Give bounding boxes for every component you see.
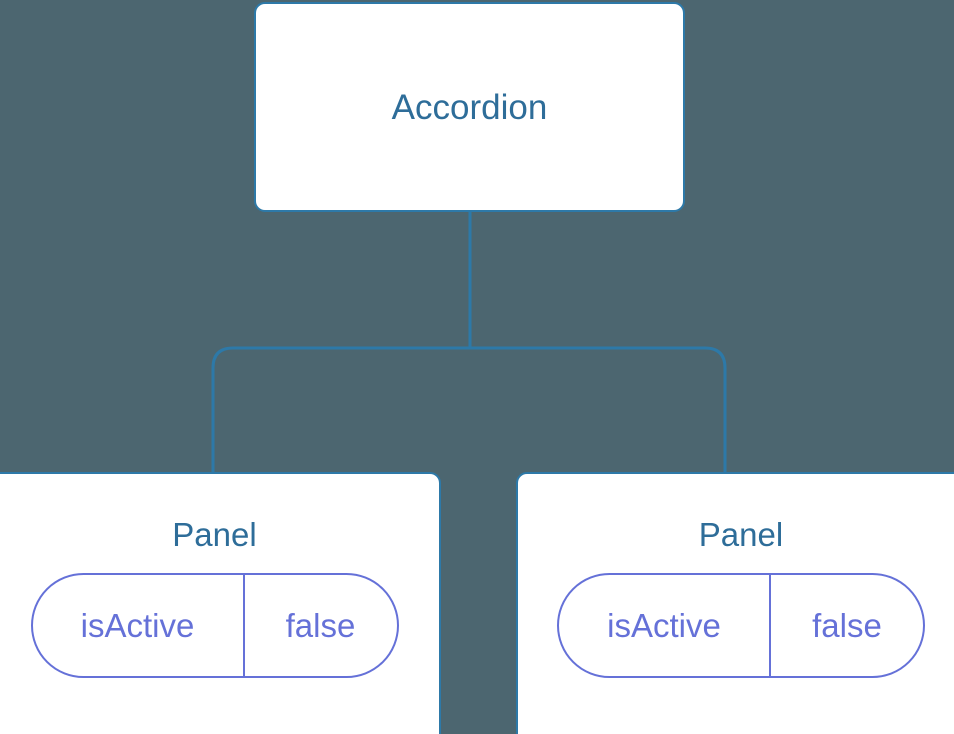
node-panel-left-title: Panel xyxy=(172,516,257,553)
connector-branch-right xyxy=(470,346,727,474)
node-panel-right[interactable]: Panel isActive false xyxy=(516,472,954,734)
node-panel-right-title: Panel xyxy=(698,516,784,553)
prop-pill-is-active-right[interactable]: isActive false xyxy=(557,573,925,678)
node-accordion-title: Accordion xyxy=(391,87,548,127)
prop-key-is-active: isActive xyxy=(33,575,245,676)
prop-key-is-active: isActive xyxy=(559,575,771,676)
node-accordion[interactable]: Accordion xyxy=(254,2,685,212)
node-panel-left[interactable]: Panel isActive false xyxy=(0,472,441,734)
prop-value-is-active: false xyxy=(285,607,356,644)
prop-pill-is-active-left[interactable]: isActive false xyxy=(30,573,399,678)
connector-branch-left xyxy=(211,346,470,474)
prop-value-is-active: false xyxy=(812,607,882,644)
